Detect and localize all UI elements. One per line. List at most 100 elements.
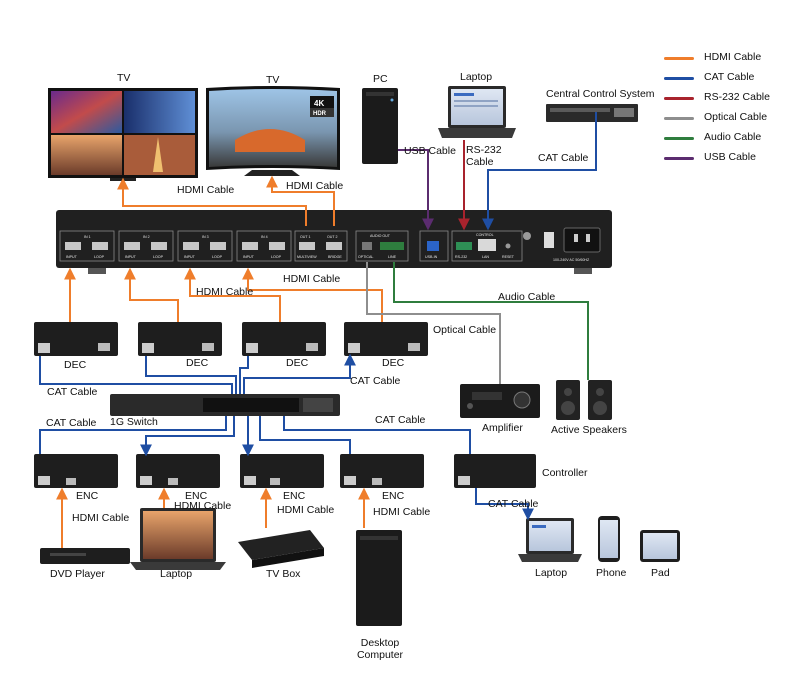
tv1-device — [48, 88, 198, 181]
matrix-lan: LAN — [482, 255, 489, 259]
label-enc-1: ENC — [76, 490, 99, 502]
matrix-in3: IN 3 — [202, 235, 209, 239]
label-rs232: RS-232 Cable — [466, 144, 502, 168]
label-cat-app: CAT Cable — [488, 498, 539, 510]
matrix-loop-4: LOOP — [271, 255, 282, 259]
legend-usb-label: USB Cable — [704, 151, 756, 163]
label-enc-2: ENC — [185, 490, 208, 502]
matrix-line: LINE — [388, 255, 397, 259]
label-cat-dec1: CAT Cable — [47, 386, 98, 398]
legend-cat-label: CAT Cable — [704, 71, 755, 83]
speakers-device — [556, 380, 612, 420]
label-usb: USB Cable — [404, 145, 456, 157]
label-hdmi-dvd: HDMI Cable — [72, 512, 130, 524]
matrix-loop-2: LOOP — [153, 255, 164, 259]
matrix-control: CONTROL — [476, 233, 494, 237]
label-laptop-bottom: Laptop — [160, 568, 193, 580]
label-desktop: Desktop Computer — [356, 637, 404, 661]
label-pad: Pad — [651, 567, 670, 579]
label-phone: Phone — [596, 567, 627, 579]
matrix-input-2: INPUT — [125, 255, 137, 259]
laptop-top-device — [438, 86, 516, 138]
matrix-bridge: BRIDGE — [328, 255, 342, 259]
amplifier-device — [460, 384, 540, 418]
label-dvd: DVD Player — [50, 568, 105, 580]
matrix-in1: IN 1 — [84, 235, 91, 239]
matrix-out1: OUT 1 — [300, 235, 311, 239]
matrix-input-4: INPUT — [243, 255, 255, 259]
label-pc: PC — [373, 73, 388, 85]
matrix-in2: IN 2 — [143, 235, 150, 239]
matrix-multiview: MULTIVIEW — [297, 255, 317, 259]
matrix-optical: OPTICAL — [358, 255, 373, 259]
tv-box-device — [238, 530, 324, 568]
matrix-input-1: INPUT — [66, 255, 78, 259]
label-amplifier: Amplifier — [482, 422, 523, 434]
dec-units — [34, 322, 428, 356]
laptop-app-device — [518, 518, 582, 562]
audio-cable — [393, 262, 589, 380]
enc-units — [34, 454, 424, 488]
label-hdmi-tv2: HDMI Cable — [286, 180, 344, 192]
label-enc-3: ENC — [283, 490, 306, 502]
legend-rs232-swatch — [664, 97, 694, 100]
desktop-computer-device — [356, 530, 402, 626]
label-tv2: TV — [266, 74, 280, 86]
label-speakers: Active Speakers — [551, 424, 627, 436]
matrix-reset: RESET — [502, 255, 515, 259]
matrix-usb: USB-IN — [425, 255, 438, 259]
tv2-device — [206, 86, 340, 176]
tv2-badge-4k: 4K — [314, 99, 324, 108]
label-dec-1: DEC — [64, 359, 87, 371]
label-cat-enc1: CAT Cable — [46, 417, 97, 429]
label-tvbox: TV Box — [266, 568, 301, 580]
label-cat-control: CAT Cable — [538, 152, 589, 164]
tv2-badge: 4K HDR — [313, 99, 327, 117]
legend-hdmi-label: HDMI Cable — [704, 51, 762, 63]
cat-cables — [39, 112, 597, 521]
controller-device — [454, 454, 536, 488]
matrix-power: 100-240V AC 50/60HZ — [553, 258, 590, 262]
label-laptop-app: Laptop — [535, 567, 568, 579]
label-hdmi-dec3: HDMI Cable — [283, 273, 341, 285]
label-enc-4: ENC — [382, 490, 405, 502]
pad-device — [640, 530, 680, 562]
label-cat-dec4: CAT Cable — [350, 375, 401, 387]
legend-optical-swatch — [664, 117, 694, 120]
phone-device — [598, 516, 620, 562]
matrix-switcher — [56, 210, 612, 274]
legend-audio-swatch — [664, 137, 694, 140]
matrix-loop-1: LOOP — [94, 255, 105, 259]
laptop-bottom-device — [130, 508, 226, 570]
label-dec-3: DEC — [286, 357, 309, 369]
matrix-rs232: RS-232 — [455, 255, 467, 259]
label-cat-controller: CAT Cable — [375, 414, 426, 426]
label-laptop-top: Laptop — [460, 71, 493, 83]
label-hdmi-desktop: HDMI Cable — [373, 506, 431, 518]
matrix-in4: IN 4 — [261, 235, 268, 239]
hdmi-cables — [56, 175, 383, 548]
label-audio: Audio Cable — [498, 291, 556, 303]
label-hdmi-tv1: HDMI Cable — [177, 184, 235, 196]
dvd-player-device — [40, 548, 130, 564]
matrix-loop-3: LOOP — [212, 255, 223, 259]
usb-cable — [398, 149, 434, 231]
label-switch: 1G Switch — [110, 416, 158, 428]
label-hdmi-dec2: HDMI Cable — [196, 286, 254, 298]
matrix-out2: OUT 2 — [327, 235, 338, 239]
label-optical: Optical Cable — [433, 324, 497, 336]
optical-cable — [366, 262, 501, 384]
legend-usb-swatch — [664, 157, 694, 160]
label-central-control: Central Control System — [546, 88, 655, 100]
matrix-audio-out: AUDIO OUT — [370, 234, 391, 238]
label-hdmi-tvbox: HDMI Cable — [277, 504, 335, 516]
label-controller: Controller — [542, 467, 588, 479]
label-dec-2: DEC — [186, 357, 209, 369]
label-tv1: TV — [117, 72, 131, 84]
legend-audio-label: Audio Cable — [704, 131, 762, 143]
tv2-badge-hdr: HDR — [313, 111, 327, 117]
legend-cat-swatch — [664, 77, 694, 80]
legend-rs232-label: RS-232 Cable — [704, 91, 770, 103]
legend-hdmi-swatch — [664, 57, 694, 60]
